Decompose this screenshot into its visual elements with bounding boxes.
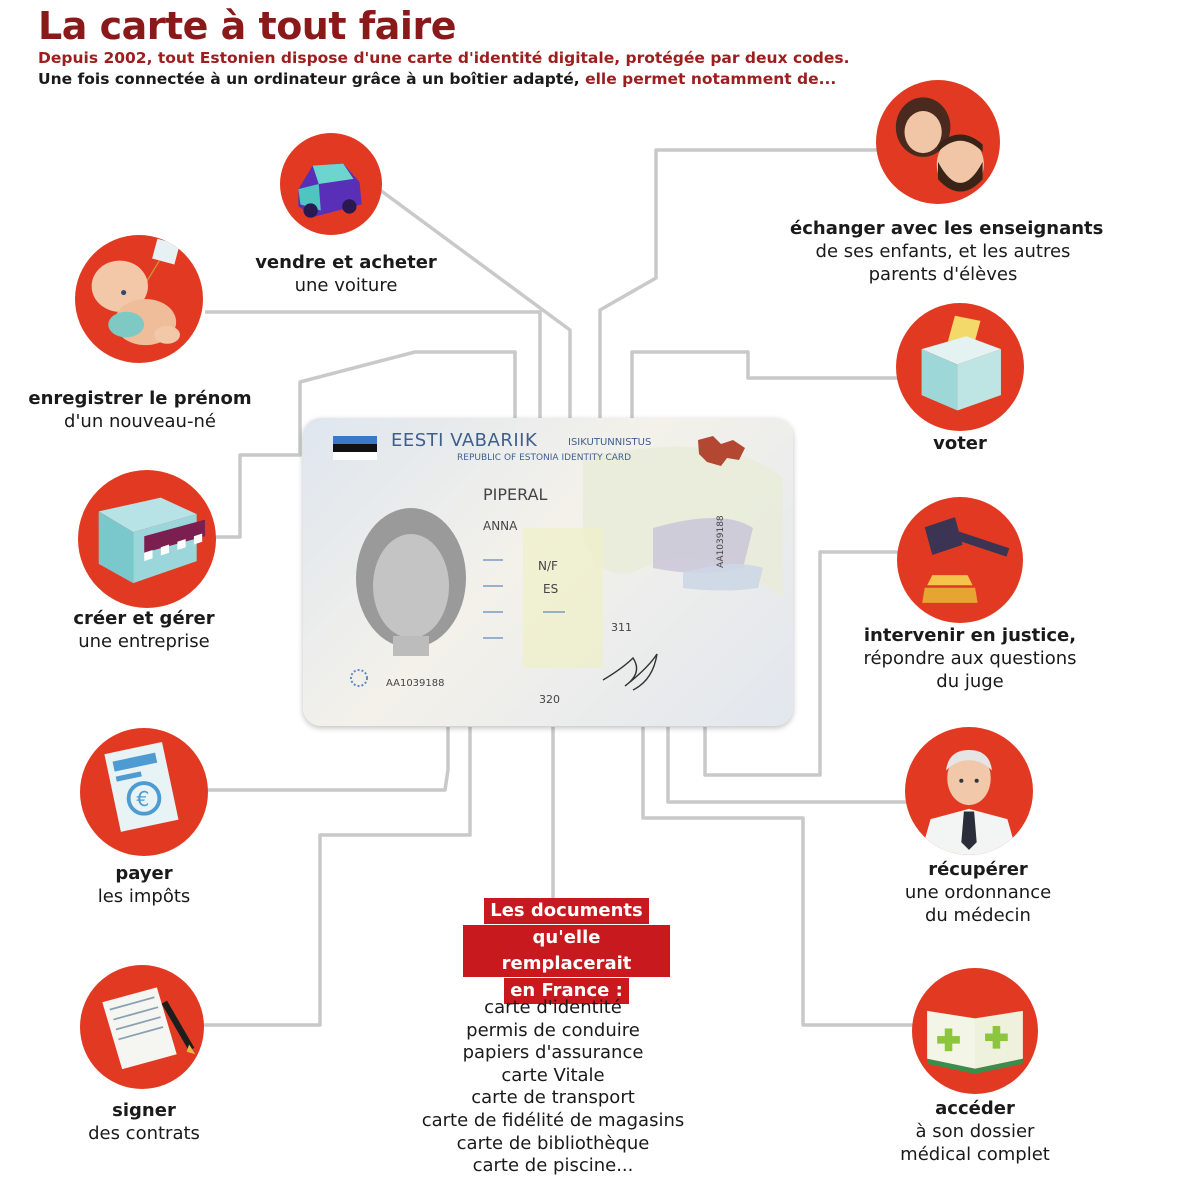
card-vertical-number: AA1039188: [716, 515, 726, 568]
car-icon: [280, 133, 382, 235]
list-item: carte d'identité: [484, 997, 622, 1018]
subtitle-line-2-b: elle permet notamment de...: [585, 70, 837, 88]
doctor-icon: [905, 727, 1033, 855]
card-nationality: ES: [543, 582, 559, 596]
card-english: REPUBLIC OF ESTONIA IDENTITY CARD: [457, 453, 632, 463]
medical-book-icon: [912, 968, 1038, 1094]
subtitle-line-2: Une fois connectée à un ordinateur grâce…: [38, 70, 836, 88]
subtitle-line-2-a: Une fois connectée à un ordinateur grâce…: [38, 70, 586, 88]
card-surname: PIPERAL: [483, 485, 548, 504]
documents-heading: Les documents qu'elle remplacerait en Fr…: [463, 898, 670, 1005]
card-background-art: [333, 436, 783, 691]
subtitle-line-1: Depuis 2002, tout Estonien dispose d'une…: [38, 49, 850, 67]
card-country: EESTI VABARIIK: [391, 430, 538, 451]
documents-list: carte d'identité permis de conduire papi…: [400, 997, 706, 1178]
list-item: carte de transport: [471, 1087, 635, 1109]
page-title: La carte à tout faire: [38, 4, 456, 48]
list-item: papiers d'assurance: [462, 1042, 644, 1064]
estonian-id-card: EESTI VABARIIK ISIKUTUNNISTUS REPUBLIC O…: [303, 418, 793, 726]
ballot-box-icon: [896, 303, 1024, 431]
list-item: carte de bibliothèque: [456, 1132, 650, 1154]
shop-icon: [78, 470, 216, 608]
gavel-icon: [897, 497, 1023, 623]
card-given-name: ANNA: [483, 519, 518, 533]
card-number: AA1039188: [386, 678, 445, 689]
label-justice: intervenir en justice,répondre aux quest…: [863, 625, 1077, 692]
card-code-a: 311: [611, 621, 632, 634]
card-doc-type: ISIKUTUNNISTUS: [568, 437, 652, 448]
svg-text:€: €: [136, 787, 149, 811]
label-vote: voter: [933, 433, 987, 454]
card-code-b: 320: [539, 693, 560, 706]
list-item: permis de conduire: [466, 1019, 640, 1041]
people-icon: [876, 80, 1000, 204]
tax-document-icon: €: [80, 728, 208, 856]
list-item: carte Vitale: [501, 1064, 605, 1086]
card-sex: N/F: [538, 559, 558, 573]
contract-pen-icon: [80, 965, 204, 1089]
baby-icon: [75, 235, 203, 363]
list-item: carte de fidélité de magasins: [421, 1109, 685, 1131]
list-item: carte de piscine...: [472, 1155, 634, 1177]
